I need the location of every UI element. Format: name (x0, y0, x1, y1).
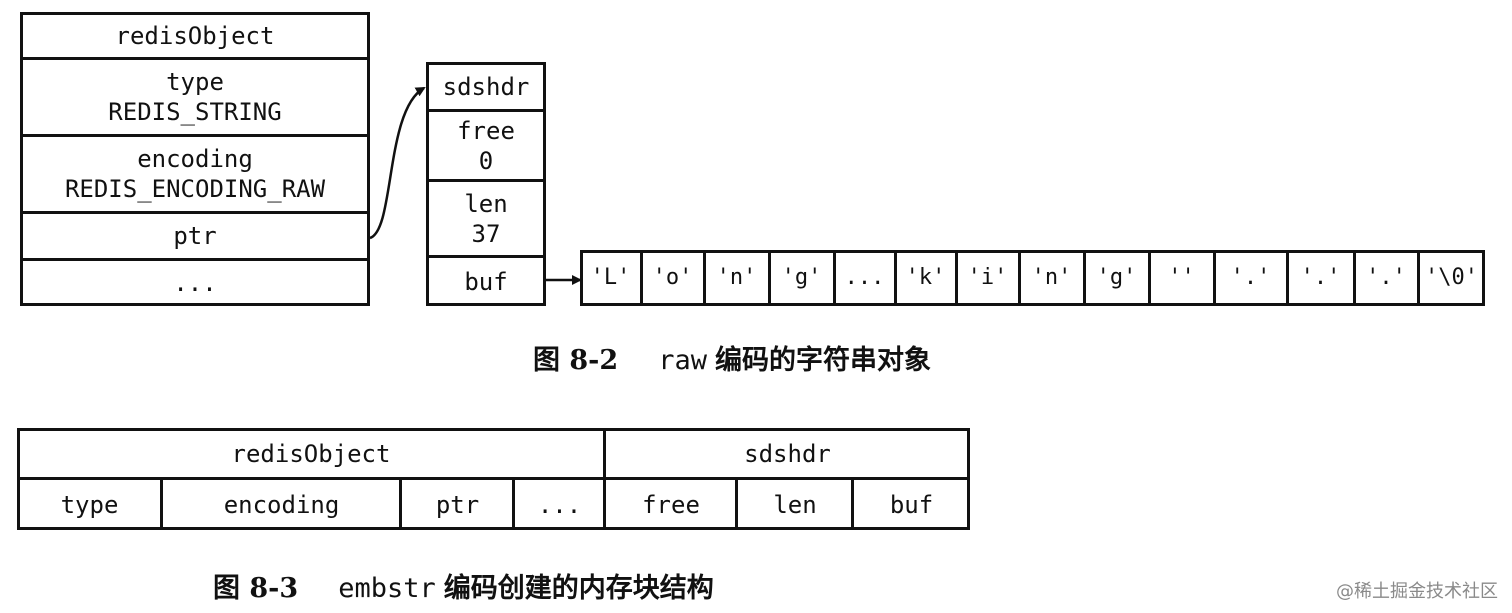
buf-char-cell: 'g' (781, 265, 822, 290)
divider (1018, 250, 1021, 306)
buf-char-cell: 'o' (652, 265, 693, 290)
embstr-ptr-field: ptr (401, 479, 514, 530)
divider (1213, 250, 1216, 306)
figure-8-3-caption: 图 8-3 embstr 编码创建的内存块结构 (213, 566, 714, 605)
divider (20, 258, 370, 261)
free-field: free 0 (426, 111, 546, 181)
type-value: REDIS_STRING (108, 98, 282, 126)
divider (768, 250, 771, 306)
caption-text: 编码的字符串对象 (714, 345, 931, 376)
buf-char-cell: ... (844, 265, 885, 290)
buf-char-cell: '.' (1300, 265, 1341, 290)
divider (160, 477, 163, 530)
sdshdr-title-text: sdshdr (442, 72, 530, 101)
embstr-type-label: type (60, 490, 119, 519)
embstr-redis-object-header: redisObject (17, 428, 605, 479)
free-value: 0 (478, 147, 494, 175)
ptr-field: ptr (20, 213, 370, 259)
divider (894, 250, 897, 306)
embstr-redis-object-title: redisObject (231, 439, 391, 468)
more-fields: ... (20, 260, 370, 306)
ptr-to-sdshdr-arrow (369, 86, 426, 240)
divider (603, 428, 606, 530)
len-value: 37 (471, 220, 501, 248)
buf-field: buf (426, 257, 546, 306)
buf-char-cell: 'n' (1031, 265, 1072, 290)
divider (512, 477, 515, 530)
ptr-label: ptr (173, 222, 217, 250)
embstr-encoding-label: encoding (223, 490, 340, 519)
embstr-free-field: free (605, 479, 737, 530)
divider (1286, 250, 1289, 306)
len-field: len 37 (426, 181, 546, 257)
caption-figure-number: 图 8-3 (213, 573, 299, 604)
divider (833, 250, 836, 306)
site-watermark: @稀土掘金技术社区 (1336, 581, 1498, 602)
divider (1083, 250, 1086, 306)
len-label: len (464, 190, 508, 218)
buf-char-cell: '' (1168, 265, 1195, 290)
divider (1417, 250, 1420, 306)
divider (426, 179, 546, 182)
embstr-type-field: type (17, 479, 162, 530)
divider (399, 477, 402, 530)
embstr-encoding-field: encoding (162, 479, 401, 530)
divider (1148, 250, 1151, 306)
sdshdr-title: sdshdr (426, 62, 546, 111)
buf-char-cell: 'n' (716, 265, 757, 290)
redis-object-frame (20, 12, 370, 306)
encoding-label: encoding (137, 145, 253, 173)
caption-text: 编码创建的内存块结构 (443, 573, 714, 604)
buf-char-cell: 'g' (1096, 265, 1137, 290)
divider (20, 134, 370, 137)
embstr-sdshdr-header: sdshdr (605, 428, 970, 479)
redis-object-title-text: redisObject (115, 21, 275, 50)
redis-object-title: redisObject (20, 12, 370, 59)
encoding-field: encoding REDIS_ENCODING_RAW (20, 136, 370, 212)
buf-char-cell: 'L' (590, 265, 631, 290)
divider (20, 211, 370, 214)
sdshdr-frame (426, 62, 546, 306)
divider (17, 477, 970, 480)
buf-char-cell: '.' (1230, 265, 1271, 290)
divider (955, 250, 958, 306)
divider (426, 109, 546, 112)
embstr-ellipsis-label: ... (537, 490, 582, 519)
free-label: free (457, 117, 515, 145)
embstr-buf-label: buf (889, 490, 934, 519)
embstr-len-label: len (773, 490, 817, 519)
divider (851, 477, 854, 530)
caption-code: raw (658, 345, 707, 376)
divider (20, 57, 370, 60)
buf-char-cell: '.' (1366, 265, 1406, 290)
embstr-sdshdr-title: sdshdr (744, 439, 831, 468)
buf-char-cell: 'i' (967, 265, 1008, 290)
caption-figure-number: 图 8-2 (533, 345, 619, 376)
divider (426, 255, 546, 258)
divider (640, 250, 643, 306)
embstr-more-fields: ... (514, 479, 605, 530)
embstr-len-field: len (737, 479, 853, 530)
divider (703, 250, 706, 306)
buf-label: buf (464, 267, 508, 296)
embstr-buf-field: buf (853, 479, 970, 530)
encoding-value: REDIS_ENCODING_RAW (64, 175, 326, 203)
type-field: type REDIS_STRING (20, 59, 370, 135)
figure-8-2-caption: 图 8-2 raw 编码的字符串对象 (533, 338, 931, 377)
divider (1353, 250, 1356, 306)
buf-char-cell: '\0' (1425, 265, 1478, 290)
ellipsis-label: ... (173, 269, 217, 297)
caption-code: embstr (338, 573, 436, 604)
embstr-ptr-label: ptr (435, 490, 480, 519)
divider (735, 477, 738, 530)
embstr-free-label: free (642, 490, 700, 519)
buf-char-cell: 'k' (905, 265, 946, 290)
type-label: type (166, 68, 224, 96)
